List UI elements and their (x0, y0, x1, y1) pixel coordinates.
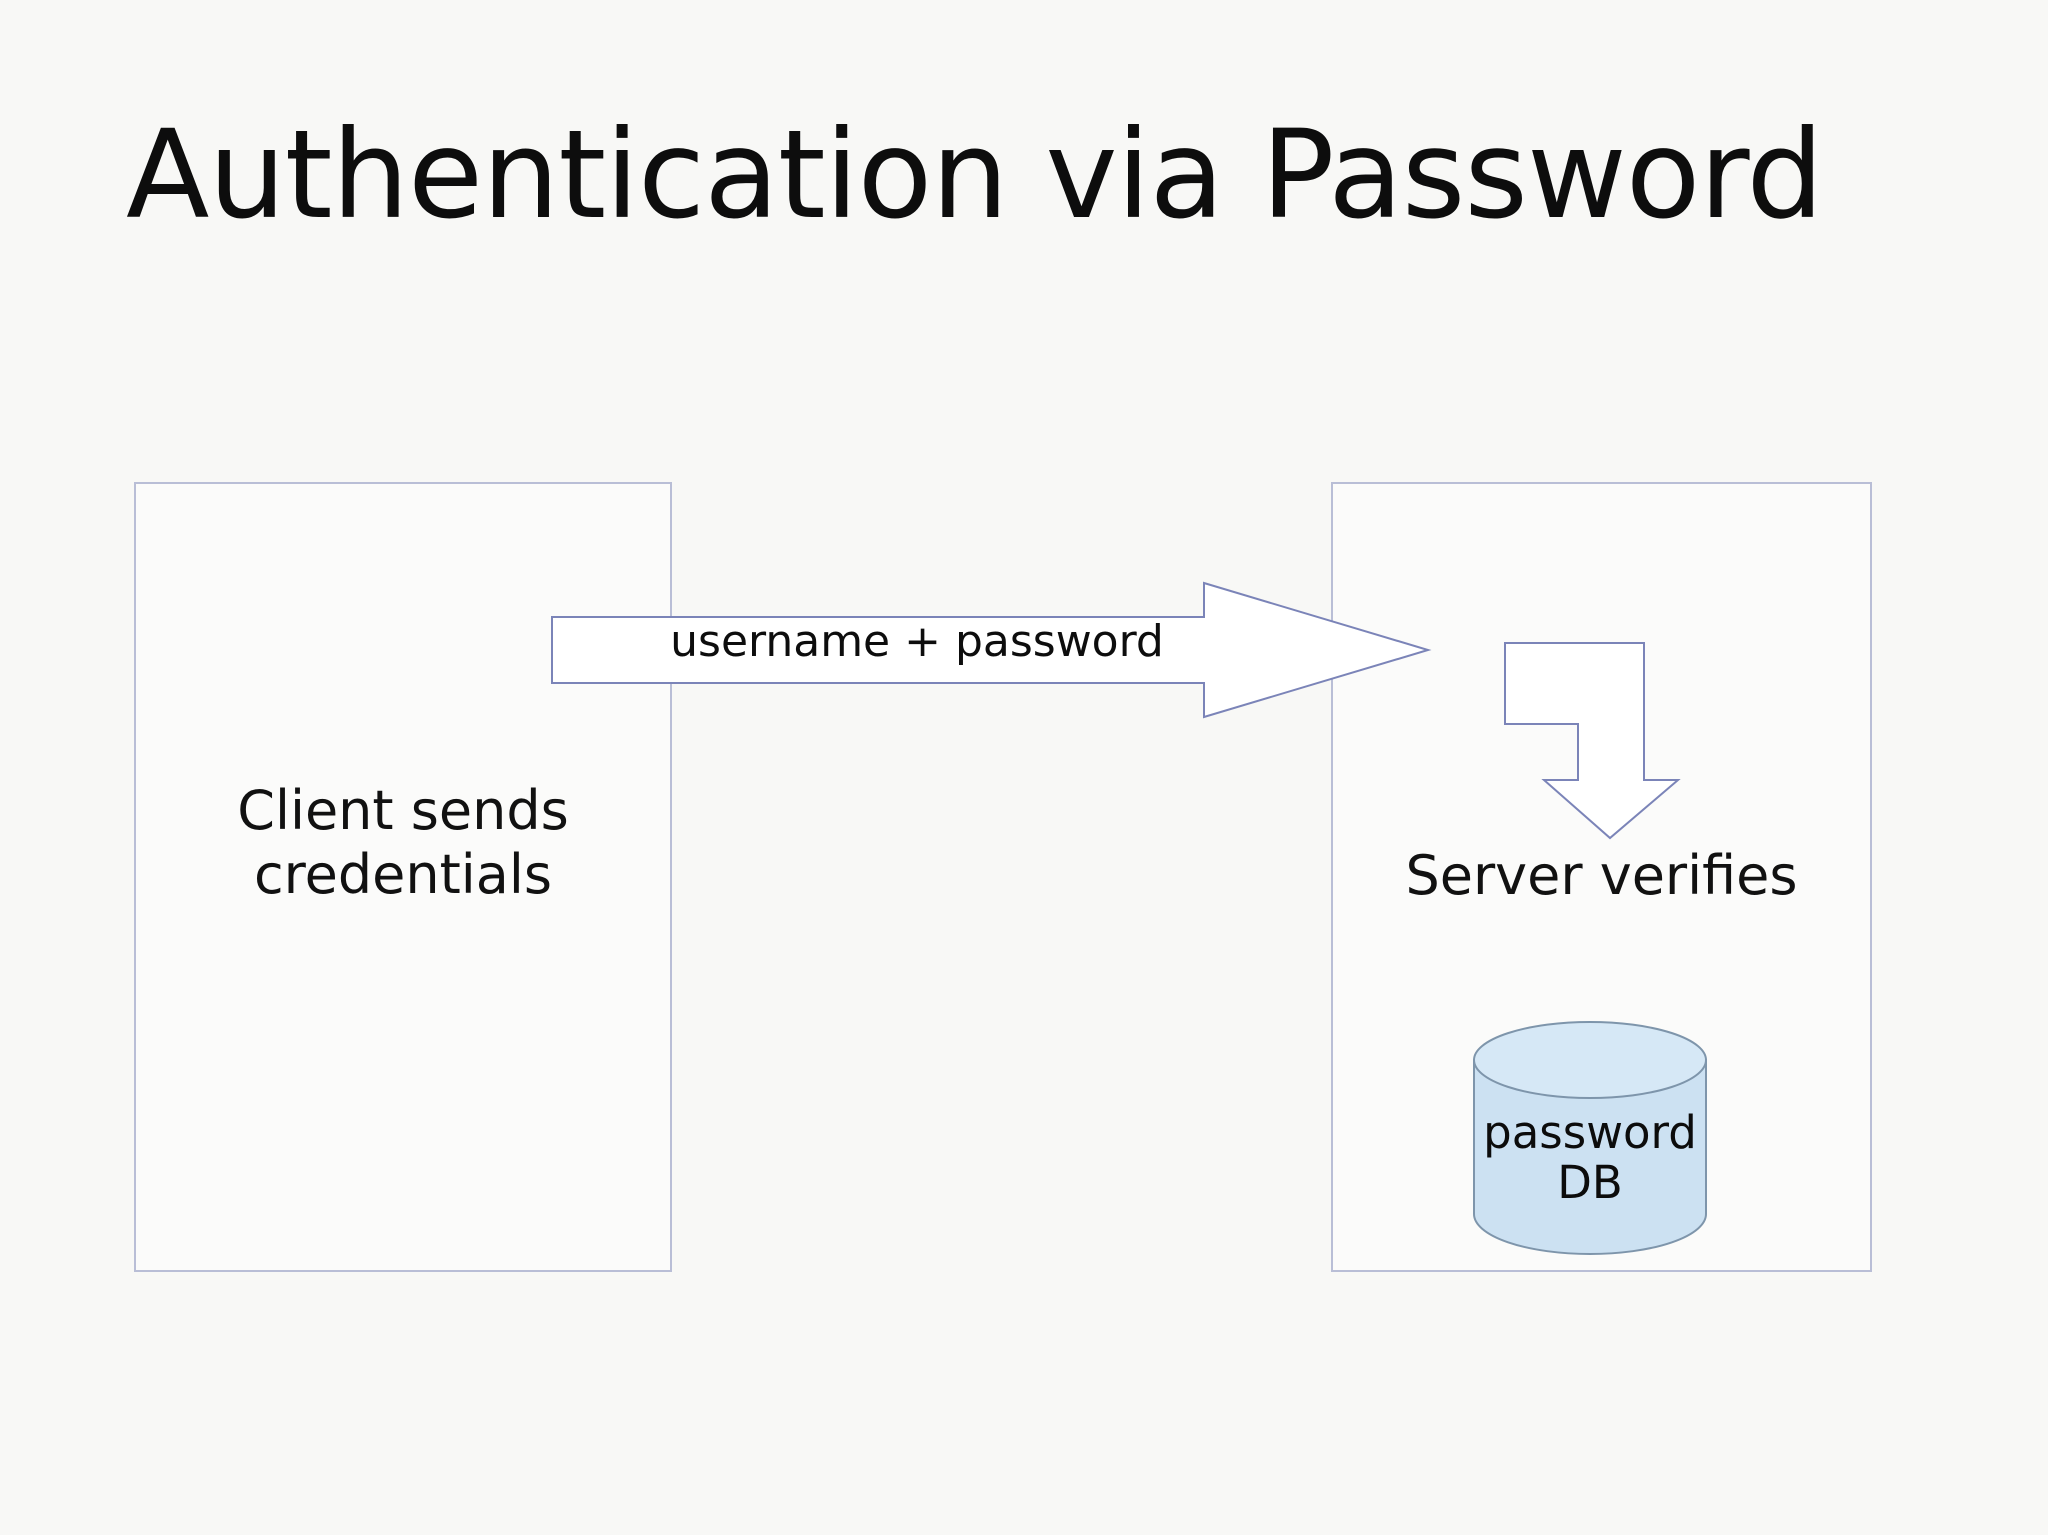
client-panel-label: Client sends credentials (237, 779, 569, 906)
request-arrow-label: username + password (670, 616, 1164, 667)
verify-arrow-polygon (1504, 642, 1681, 840)
client-panel: Client sends credentials (134, 482, 672, 1272)
password-db-cylinder: password DB (1472, 1020, 1708, 1255)
page-title: Authentication via Password (126, 104, 1824, 246)
verify-arrow-shape (1504, 642, 1681, 840)
request-arrow-polygon (551, 581, 1432, 719)
verify-arrow (1496, 634, 1736, 846)
cylinder-body (1473, 1059, 1707, 1255)
cylinder-top (1473, 1021, 1707, 1099)
request-arrow: username + password (551, 576, 1432, 724)
server-panel-label: Server verifies (1405, 844, 1798, 907)
server-panel: Server verifies (1331, 482, 1872, 1272)
request-arrow-shape (551, 581, 1432, 719)
database-icon (1473, 1021, 1707, 1255)
